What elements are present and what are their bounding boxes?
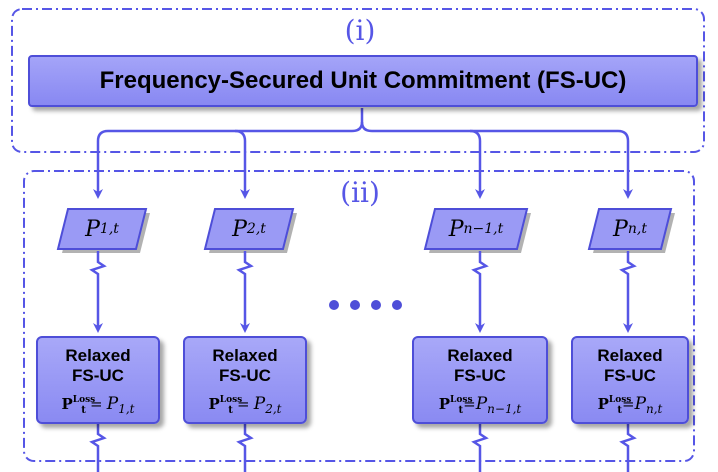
relaxed-box-1: Relaxed FS-UC PLosst = P1,t — [36, 336, 160, 424]
p2-var: P — [232, 216, 247, 242]
relaxed-4-ploss-sup: Loss — [608, 395, 632, 405]
p1-var: P — [85, 216, 100, 242]
relaxed-1-eq: = — [90, 395, 103, 413]
relaxed-1-ploss: P — [61, 395, 73, 413]
relaxed-2-ploss-sup: Loss — [219, 395, 243, 405]
pn1-var: P — [448, 216, 464, 242]
relaxed-3-line1: Relaxed — [447, 346, 513, 365]
relaxed-3-line2: FS-UC — [454, 366, 506, 385]
bottom-connectors — [89, 424, 637, 472]
relaxed-4-eq: = — [621, 395, 635, 413]
relaxed-1-line2: FS-UC — [72, 366, 124, 385]
main-title: Frequency-Secured Unit Commitment (FS-UC… — [99, 67, 627, 94]
relaxed-1-equation: PLosst = P1,t — [38, 389, 158, 422]
branch-brace — [96, 108, 364, 150]
relaxed-box-2: Relaxed FS-UC PLosst = P2,t — [183, 336, 307, 424]
relaxed-1-line1: Relaxed — [65, 346, 131, 365]
parallelogram-shapes — [56, 208, 675, 253]
relaxed-4-ploss: P — [597, 395, 609, 413]
group-ii-label: (ii) — [340, 176, 380, 209]
relaxed-2-ploss-sub: t — [228, 405, 233, 416]
relaxed-4-line2: FS-UC — [604, 366, 656, 385]
main-title-box: Frequency-Secured Unit Commitment (FS-UC… — [28, 55, 698, 107]
relaxed-3-equation: PLosst=Pn−1,t — [414, 389, 546, 422]
relaxed-2-equation: PLosst = P2,t — [185, 389, 305, 422]
relaxed-4-line1: Relaxed — [597, 346, 663, 365]
p1-sub: 1,t — [99, 221, 119, 237]
relaxed-2-line1: Relaxed — [212, 346, 278, 365]
relaxed-4-ploss-sub: t — [617, 405, 622, 416]
group-i-label: (i) — [344, 14, 376, 47]
relaxed-3-ploss-sup: Loss — [450, 395, 473, 405]
relaxed-box-3: Relaxed FS-UC PLosst=Pn−1,t — [412, 336, 548, 424]
branch-brace-right — [360, 121, 630, 150]
mid-connectors — [89, 251, 637, 333]
relaxed-2-line2: FS-UC — [219, 366, 271, 385]
relaxed-2-sub: 2,t — [265, 402, 282, 416]
relaxed-1-ploss-sub: t — [81, 405, 86, 416]
relaxed-1-ploss-sup: Loss — [72, 395, 96, 405]
branch-line-3 — [469, 129, 482, 150]
pn-sub: n,t — [627, 221, 647, 237]
relaxed-3-eq: = — [463, 395, 476, 413]
group-i-frame — [11, 8, 705, 153]
relaxed-3-var: P — [475, 394, 488, 414]
relaxed-3-ploss-sub: t — [458, 405, 464, 416]
relaxed-4-equation: PLosst=Pn,t — [573, 389, 687, 422]
relaxed-3-ploss: P — [438, 395, 451, 413]
relaxed-2-var: P — [253, 394, 266, 414]
ellipsis-dots — [329, 300, 402, 310]
relaxed-2-ploss: P — [208, 395, 220, 413]
pn-var: P — [613, 216, 628, 242]
relaxed-1-var: P — [106, 394, 119, 414]
relaxed-4-var: P — [634, 394, 647, 414]
group-ii-frame — [23, 170, 695, 462]
branch-line-2 — [234, 129, 247, 150]
relaxed-box-4: Relaxed FS-UC PLosst=Pn,t — [571, 336, 689, 424]
relaxed-2-eq: = — [237, 395, 250, 413]
relaxed-1-sub: 1,t — [118, 402, 135, 416]
pn1-sub: n−1,t — [463, 221, 504, 237]
relaxed-4-sub: n,t — [646, 402, 663, 416]
p2-sub: 2,t — [246, 221, 266, 237]
relaxed-3-sub: n−1,t — [487, 402, 522, 416]
